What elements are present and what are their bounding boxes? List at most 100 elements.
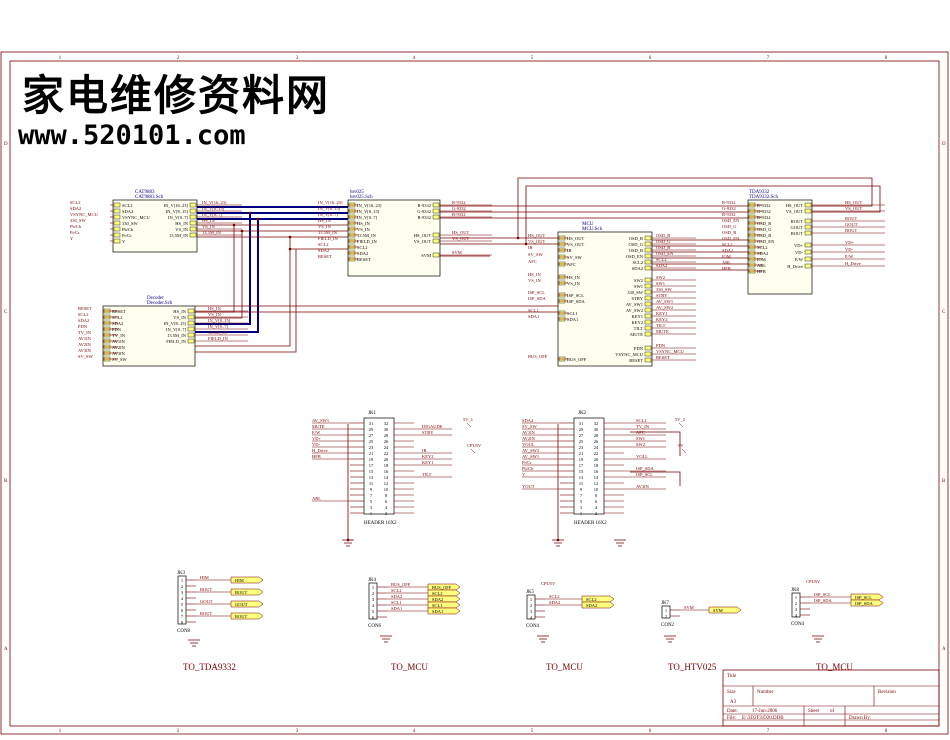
pin-number-left: 3 [580, 505, 583, 510]
connector-port [230, 576, 264, 584]
watermark-chinese: 家电维修资料网 [22, 71, 330, 120]
connector-port-label: SDA2 [432, 597, 443, 602]
header-net-right: SW1 [636, 436, 645, 441]
connector-net: SCL2 [391, 588, 402, 593]
connector-pin: 2 [181, 584, 183, 589]
connector-caption: TO_MCU [816, 662, 853, 672]
pin-port-left [113, 220, 121, 226]
connector-ref: JK5 [526, 590, 535, 595]
pin-port-right [187, 320, 195, 326]
pin-number-left: 19 [579, 457, 584, 462]
row-label-left: B [4, 479, 8, 484]
pin-port-left [113, 202, 121, 208]
connector-ref: JK7 [661, 601, 670, 606]
pin-label-right: HS_IN [173, 309, 187, 314]
connector-pin: 3 [530, 609, 533, 614]
header-net-left: E/W [312, 430, 321, 435]
pin-label-left: B-9332 [757, 215, 771, 220]
connector-caption: TO_MCU [546, 662, 583, 672]
net-label-left: SDA2 [70, 206, 81, 211]
pin-label-right: 13.5M_IN [167, 333, 187, 338]
pin-label-left: PDN [112, 327, 122, 332]
pin-label-right: IN_V[8..15] [166, 209, 189, 214]
tb-drawn-label: Drawn By: [849, 716, 871, 721]
pin-label-right: 13.5M_IN [169, 233, 189, 238]
pin-port-right [432, 208, 440, 214]
connector-name: CON6 [368, 624, 382, 629]
row-label-left: C [4, 310, 8, 315]
header-net-right: AFC [636, 430, 645, 435]
power-arrow [678, 422, 684, 428]
pin-port-right [804, 230, 812, 236]
pin-number-right: 10 [384, 487, 389, 492]
header-net-right: ISP_SCL [636, 472, 653, 477]
block-file: htv025.Sch [350, 195, 373, 200]
net-label-left: IOM [722, 254, 731, 259]
pin-number-right: 14 [384, 475, 389, 480]
pin-label-left: SCL1 [567, 311, 578, 316]
connector-pin: 7 [181, 614, 184, 619]
pin-number-right: 14 [594, 475, 599, 480]
col-label-bottom: 6 [649, 729, 652, 734]
net-label-left: VSYNC_MCU [70, 212, 99, 217]
pin-port-right [432, 232, 440, 238]
net-label-right: AV_SW1 [656, 299, 673, 304]
pin-number-right: 22 [594, 451, 599, 456]
pin-number-right: 6 [595, 499, 598, 504]
pin-port-right [644, 295, 652, 301]
connector-caption: TO_TDA9332 [183, 662, 236, 672]
net-label-left: SDA2 [722, 248, 733, 253]
power-label: CPU5V [467, 443, 482, 448]
tb-date-value: 17-Jun-2006 [752, 709, 778, 714]
net-label-left: VS_IN [318, 224, 332, 229]
block-tda: TDA9332TDA9332.SchR-9332R-9332G-9332G-93… [722, 190, 885, 295]
pin-label-right: ROUT [791, 219, 804, 224]
pin-number-right: 20 [384, 457, 389, 462]
connector-caption: TO_MCU [391, 662, 428, 672]
connector-net: GOUT [200, 599, 213, 604]
pin-label-right: VS_OUT [414, 239, 432, 244]
pin-port-right [644, 235, 652, 241]
net-label-left: AV3IN [78, 348, 92, 353]
pin-label-left: R-9332 [757, 203, 771, 208]
connector-port-label: SDA2 [586, 603, 597, 608]
connector-box [791, 592, 801, 618]
header-net-left: AV_SW1 [312, 418, 329, 423]
net-label-left: SDA1 [528, 314, 539, 319]
header-net-right: KEY2 [422, 454, 434, 459]
net-label-right: HS_OUT [452, 230, 470, 235]
connector-net: ROUT [200, 611, 213, 616]
connector-ref: JK3 [177, 571, 186, 576]
connector-port-label: HIM [235, 578, 244, 583]
connector-port-label: SCL2 [432, 591, 443, 596]
connector-port [427, 595, 461, 603]
tb-file-label: File: [727, 716, 736, 721]
pin-label-right: MUTE [630, 332, 643, 337]
net-label-right: E/W [845, 254, 854, 259]
pin-label-right: OSD_R [629, 236, 643, 241]
block-cat: CAT9883CAT9883.SchSCL2SCL2SDA2SDA2VSYNC_… [70, 190, 242, 253]
pin-port-right [644, 259, 652, 265]
net-label-left: ABL [722, 260, 731, 265]
connector-pin: 1 [530, 597, 532, 602]
connector-net: SDA2 [549, 600, 560, 605]
connector-ref: JK8 [791, 588, 800, 593]
pin-label-right: PDN [634, 346, 644, 351]
header-net-right: DIGAUDE [422, 424, 443, 429]
net-label-left: SV_SW [78, 354, 94, 359]
net-label-left: 330_SW [70, 218, 87, 223]
pin-number-left: 5 [370, 499, 373, 504]
net-label-right: OSD_G [656, 239, 671, 244]
col-label-top: 3 [296, 56, 299, 61]
pin-label-left: SV_SW [112, 357, 128, 362]
pin-port-right [804, 242, 812, 248]
pin-label-left: ISP_SCL [567, 293, 584, 298]
header-net-left: Pb/Cb [522, 466, 534, 471]
connector-net: SDA2 [391, 594, 402, 599]
net-label-left: SCL2 [70, 200, 81, 205]
connector-pin: 5 [372, 609, 375, 614]
header-net-left: Pr/Cr [522, 460, 532, 465]
